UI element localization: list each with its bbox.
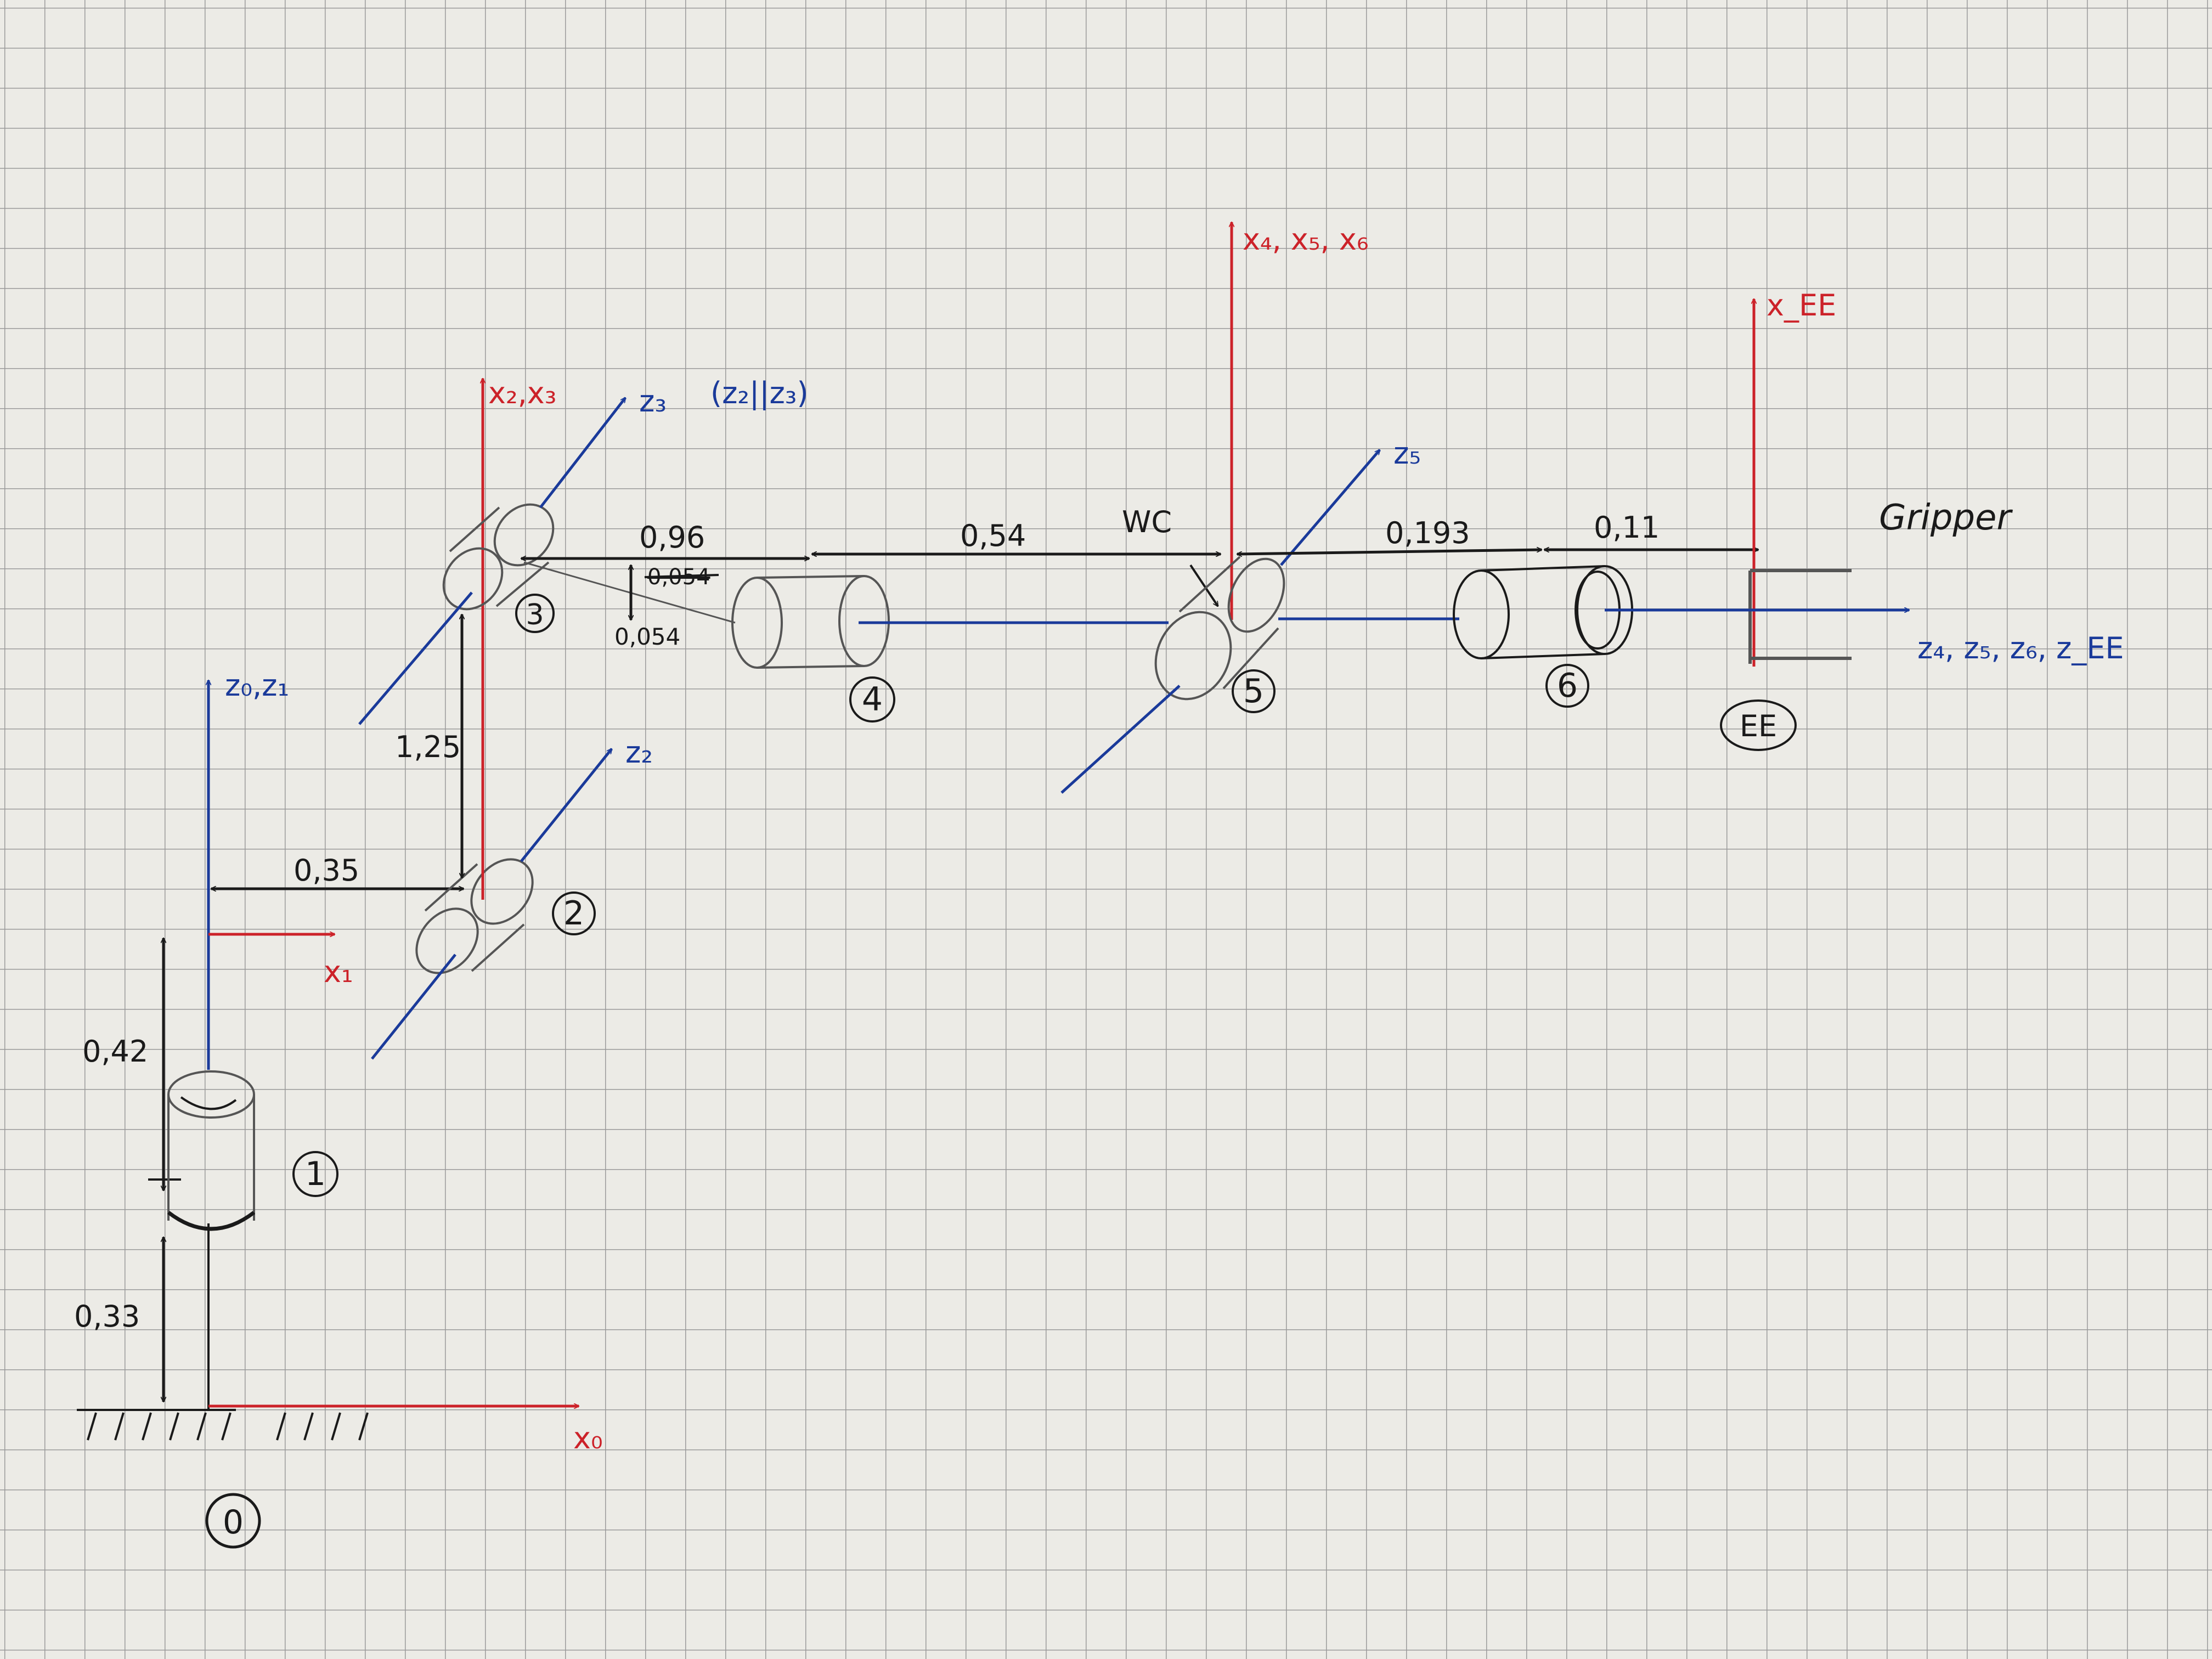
z2-axis xyxy=(520,749,613,862)
z3-label: z₃ xyxy=(639,384,667,419)
joint-5-rotation-axis xyxy=(1060,685,1181,794)
x0-label: x₀ xyxy=(573,1421,603,1455)
joint-4-label: 4 xyxy=(862,680,883,719)
x1-label: x₁ xyxy=(324,955,353,989)
x4-x5-x6-label: x₄, x₅, x₆ xyxy=(1243,222,1368,257)
joint-ee-label: EE xyxy=(1740,709,1777,743)
joint-5-cylinder xyxy=(1154,556,1285,701)
z4-z5-z6-zee-label: z₄, z₅, z₆, z_EE xyxy=(1917,631,2124,665)
dim-096-label: 0,96 xyxy=(639,520,705,555)
dim-125-label: 1,25 xyxy=(395,730,461,764)
joint-6-badge xyxy=(1545,664,1589,708)
x2-x3-label: x₂,x₃ xyxy=(488,376,556,410)
dim-035-label: 0,35 xyxy=(294,853,359,888)
dim-0193-line xyxy=(1237,550,1542,554)
x-ee-label: x_EE xyxy=(1767,288,1836,323)
joint-0-badge xyxy=(205,1493,261,1549)
dim-054-label: 0,54 xyxy=(960,518,1026,553)
joint-2-badge xyxy=(552,891,596,935)
dim-0054-label: 0,054 xyxy=(614,623,680,650)
z2-label: z₂ xyxy=(625,735,653,770)
wc-pointer xyxy=(1189,564,1219,606)
z5-label: z₅ xyxy=(1393,436,1421,471)
dim-011-label: 0,11 xyxy=(1594,510,1660,545)
joint-5-badge xyxy=(1232,669,1276,713)
z3-axis xyxy=(539,398,627,509)
joint-4-cylinder xyxy=(731,575,890,669)
joint-6-label: 6 xyxy=(1557,667,1578,705)
joint-1-cylinder xyxy=(167,1070,256,1231)
joint-0-label: 0 xyxy=(223,1503,244,1542)
joint-2-label: 2 xyxy=(563,894,584,933)
ground-hatching xyxy=(77,1409,369,1441)
dim-033-label: 0,33 xyxy=(74,1299,140,1334)
joint-5-label: 5 xyxy=(1243,672,1264,710)
wc-label: WC xyxy=(1122,505,1172,539)
z0-z1-label: z₀,z₁ xyxy=(225,668,289,703)
joint-4-badge xyxy=(849,676,895,723)
z5-axis xyxy=(1280,450,1381,566)
joint-2-rotation-axis xyxy=(371,953,456,1060)
dim-0193-label: 0,193 xyxy=(1385,516,1470,550)
joint-3-label: 3 xyxy=(526,599,544,631)
joint-3-rotation-axis xyxy=(358,591,473,725)
joint-3-cylinder xyxy=(442,503,555,611)
gripper-shape xyxy=(1748,569,1852,664)
joint-3-badge xyxy=(515,594,555,633)
gripper-label: Gripper xyxy=(1879,498,2013,538)
dim-0054-strike xyxy=(644,574,719,578)
joint-1-label: 1 xyxy=(305,1155,326,1193)
parallel-note: (z₂||z₃) xyxy=(710,376,809,410)
dim-042-label: 0,42 xyxy=(82,1034,148,1069)
joint-1-badge xyxy=(292,1151,338,1197)
joint-ee-badge xyxy=(1720,699,1797,751)
